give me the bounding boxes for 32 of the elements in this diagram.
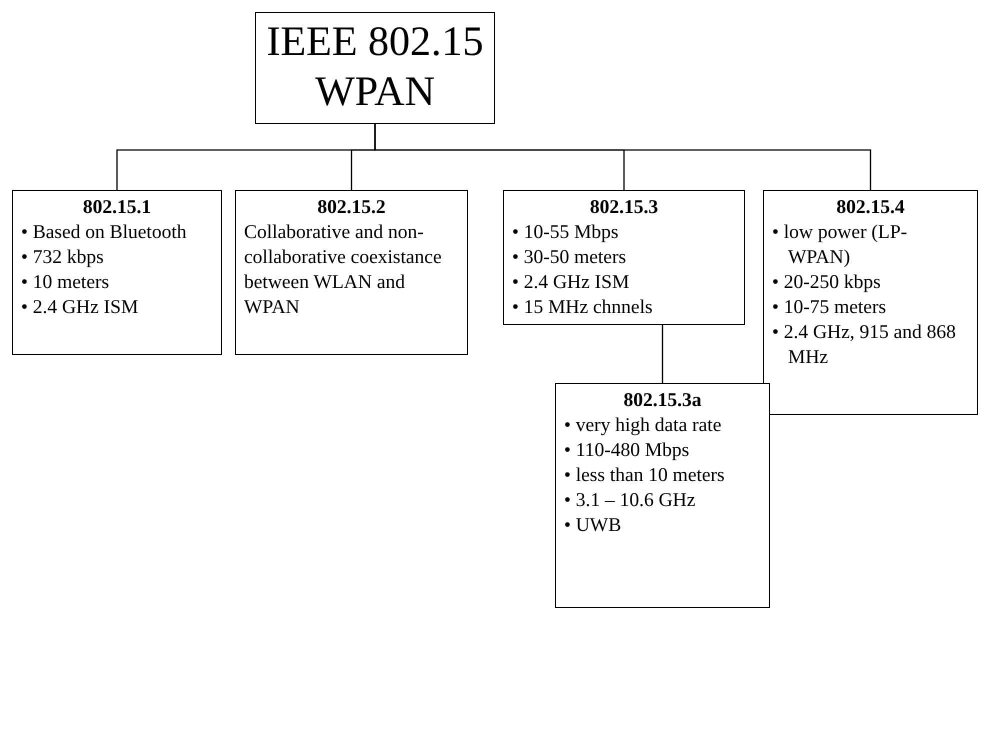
- bullet-item: • low power (LP-WPAN): [772, 221, 908, 270]
- bullet-item: • UWB: [564, 514, 622, 538]
- root-box: [255, 12, 495, 124]
- bullet-item: • Based on Bluetooth: [21, 221, 188, 245]
- connector-line: [374, 124, 872, 190]
- bullet-item: • 2.4 GHz ISM: [512, 271, 630, 295]
- box-title: IEEE 802.15 WPAN: [266, 18, 484, 117]
- box-heading: 802.15.2: [316, 196, 387, 220]
- bullet-item: • 3.1 – 10.6 GHz: [564, 489, 696, 513]
- standard-box: [555, 383, 770, 608]
- standard-box: [235, 190, 468, 355]
- connector-line: [662, 325, 664, 383]
- bullet-item: • 20-250 kbps: [772, 271, 882, 295]
- box-heading: 802.15.1: [82, 196, 152, 220]
- bullet-item: • 10-75 meters: [772, 296, 888, 320]
- standard-box: [503, 190, 745, 325]
- bullet-item: • less than 10 meters: [564, 464, 726, 488]
- bullet-item: • very high data rate: [564, 414, 722, 438]
- bullet-item: • 110-480 Mbps: [564, 439, 690, 463]
- bullet-item: • 15 MHz chnnels: [512, 296, 654, 320]
- box-heading: 802.15.3: [588, 196, 660, 220]
- standard-box: [12, 190, 222, 355]
- bullet-item: • 2.4 GHz ISM: [21, 296, 140, 320]
- bullet-item: • 732 kbps: [21, 246, 105, 270]
- box-description: Collaborative and non-collaborative coexistance between WLAN and WPAN: [244, 221, 443, 320]
- bullet-item: • 30-50 meters: [512, 246, 628, 270]
- bullet-item: • 10-55 Mbps: [512, 221, 620, 245]
- box-heading: 802.15.4: [835, 196, 906, 220]
- bullet-item: • 10 meters: [21, 271, 110, 295]
- box-heading: 802.15.3a: [622, 389, 702, 413]
- bullet-item: • 2.4 GHz, 915 and 868 MHz: [772, 321, 957, 370]
- standard-box: [763, 190, 978, 415]
